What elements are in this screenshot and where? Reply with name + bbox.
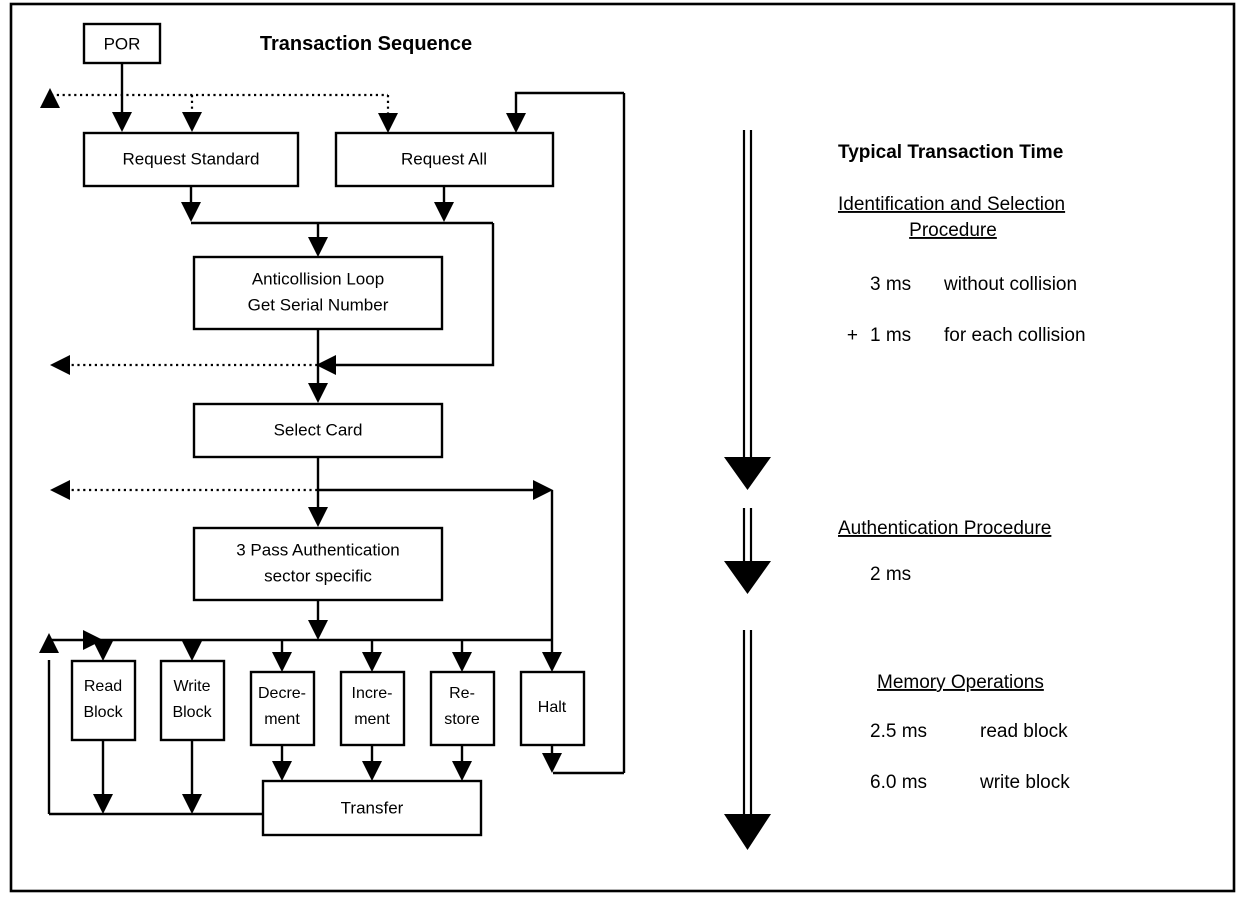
node-por-label: POR bbox=[104, 34, 141, 53]
arrowhead-request-all-down bbox=[434, 202, 454, 222]
arrowhead-write-block-down bbox=[182, 794, 202, 814]
arrowhead-decrement-to-transfer bbox=[272, 761, 292, 781]
node-restore-label-1: Re- bbox=[449, 685, 475, 702]
node-write-block[interactable] bbox=[159, 659, 226, 742]
node-anticollision-loop-label-2: Get Serial Number bbox=[248, 295, 389, 314]
node-3-pass-authentication[interactable] bbox=[192, 526, 444, 602]
node-select-card[interactable] bbox=[192, 402, 444, 459]
arrowhead-bus-to-increment bbox=[362, 652, 382, 672]
arrowhead-increment-to-transfer bbox=[362, 761, 382, 781]
node-decrement-label-2: ment bbox=[264, 711, 300, 728]
node-3-pass-authentication-label-2: sector specific bbox=[264, 566, 372, 585]
node-anticollision-loop-label-1: Anticollision Loop bbox=[252, 269, 384, 288]
node-write-block-label-2: Block bbox=[172, 704, 212, 721]
timing-section-2-row-1-value: 6.0 ms bbox=[870, 772, 927, 793]
timing-section-0-heading-1: Identification and Selection bbox=[838, 194, 1065, 215]
arrowhead-por-to-request-standard bbox=[112, 112, 132, 132]
arrowhead-bus-to-halt bbox=[542, 652, 562, 672]
arrowhead-outer-return-to-request-all bbox=[506, 113, 526, 133]
timing-section-2-row-0-desc: read block bbox=[980, 721, 1068, 742]
arrowhead-request-standard-down bbox=[181, 202, 201, 222]
arrowhead-bus-to-decrement bbox=[272, 652, 292, 672]
arrowhead-timeline-1 bbox=[724, 457, 771, 490]
page-title: Transaction Sequence bbox=[260, 33, 472, 55]
timing-section-1-heading-1: Authentication Procedure bbox=[838, 518, 1051, 539]
node-decrement[interactable] bbox=[249, 670, 316, 747]
node-request-standard-label: Request Standard bbox=[122, 149, 259, 168]
node-decrement-label-1: Decre- bbox=[258, 685, 306, 702]
arrowhead-timeline-2 bbox=[724, 561, 771, 594]
timing-section-0-row-1-value: 1 ms bbox=[870, 325, 911, 346]
arrowhead-read-block-down bbox=[93, 794, 113, 814]
timing-section-2-row-1-desc: write block bbox=[979, 772, 1070, 793]
timing-section-2-row-0-value: 2.5 ms bbox=[870, 721, 927, 742]
arrowhead-halt-down bbox=[542, 753, 562, 773]
timing-section-0-row-0-desc: without collision bbox=[943, 274, 1077, 295]
arrowhead-select-card-to-halt-branch bbox=[533, 480, 553, 500]
arrowhead-operation-bus-left bbox=[83, 630, 103, 650]
arrowhead-left-return-riser bbox=[39, 633, 59, 653]
timing-section-0-row-1-prefix: + bbox=[847, 325, 858, 346]
node-halt-label: Halt bbox=[538, 699, 567, 716]
node-increment-label-1: Incre- bbox=[352, 685, 393, 702]
node-restore-label-2: store bbox=[444, 711, 480, 728]
node-3-pass-authentication-label-1: 3 Pass Authentication bbox=[236, 540, 400, 559]
node-select-card-label: Select Card bbox=[274, 420, 363, 439]
node-anticollision-loop[interactable] bbox=[192, 255, 444, 331]
arrowhead-bus-to-write-block bbox=[182, 641, 202, 661]
node-halt[interactable] bbox=[519, 670, 586, 747]
arrowhead-anticollision-to-select-card bbox=[308, 383, 328, 403]
arrowhead-dotted-to-request-standard bbox=[182, 112, 202, 132]
edge-outer-return-loop bbox=[514, 91, 624, 114]
node-read-block[interactable] bbox=[70, 659, 137, 742]
arrowhead-auth-to-operation-bus bbox=[308, 620, 328, 640]
timing-section-2-heading-1: Memory Operations bbox=[877, 672, 1044, 693]
node-request-standard[interactable] bbox=[82, 131, 300, 188]
node-read-block-label-2: Block bbox=[83, 704, 123, 721]
node-write-block-label-1: Write bbox=[173, 678, 210, 695]
arrowhead-return-bus-top-left bbox=[40, 88, 60, 108]
timing-section-1-row-0-value: 2 ms bbox=[870, 564, 911, 585]
arrowhead-merge-to-anticollision bbox=[308, 237, 328, 257]
node-increment[interactable] bbox=[339, 670, 406, 747]
node-transfer[interactable] bbox=[261, 779, 483, 837]
timing-section-0-heading-2: Procedure bbox=[909, 220, 997, 241]
timing-section-0-row-0-value: 3 ms bbox=[870, 274, 911, 295]
node-restore[interactable] bbox=[429, 670, 496, 747]
node-read-block-label-1: Read bbox=[84, 678, 122, 695]
arrowhead-bus-to-read-block bbox=[93, 641, 113, 661]
node-increment-label-2: ment bbox=[354, 711, 390, 728]
arrowhead-anticollision-feedback bbox=[316, 355, 336, 375]
arrowhead-restore-to-transfer bbox=[452, 761, 472, 781]
arrowhead-dotted-return-select-card bbox=[50, 480, 70, 500]
outer-frame bbox=[9, 2, 1236, 893]
right-panel-title: Typical Transaction Time bbox=[838, 142, 1063, 163]
arrowhead-dotted-to-request-all bbox=[378, 113, 398, 133]
arrowhead-bus-to-restore bbox=[452, 652, 472, 672]
timing-section-0-row-1-desc: for each collision bbox=[944, 325, 1086, 346]
node-transfer-label: Transfer bbox=[341, 798, 404, 817]
arrowhead-select-card-to-auth bbox=[308, 507, 328, 527]
node-request-all-label: Request All bbox=[401, 149, 487, 168]
arrowhead-dotted-return-anticollision bbox=[50, 355, 70, 375]
arrowhead-timeline-3 bbox=[724, 814, 771, 850]
edge-anticollision-feedback bbox=[333, 223, 495, 367]
